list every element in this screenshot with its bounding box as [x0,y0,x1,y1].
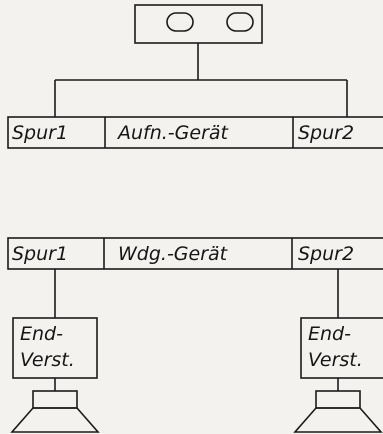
feed-lines [54,43,348,117]
player-device-label: Wdg.-Gerät [118,243,228,265]
amplifier-feed-lines [54,269,339,318]
left-amplifier-label-line2: Verst. [20,349,75,371]
recorder-track2-label: Spur2 [298,122,355,144]
recorder-device-label: Aufn.-Gerät [118,122,228,144]
player-bar [7,237,383,270]
speaker-feed-lines [54,378,339,391]
right-amplifier-box [300,317,383,379]
recorder-track1-label: Spur1 [12,122,69,144]
player-track2-label: Spur2 [298,243,355,265]
left-loudspeaker-icon [10,390,100,433]
right-loudspeaker-icon [293,390,383,433]
player-track1-label: Spur1 [12,243,69,265]
recorder-bar [7,116,383,149]
right-amplifier-label-line1: End- [308,323,351,345]
left-amplifier-label-line1: End- [20,323,63,345]
stereo-microphone-icon [134,4,263,44]
right-amplifier-label-line2: Verst. [308,349,363,371]
